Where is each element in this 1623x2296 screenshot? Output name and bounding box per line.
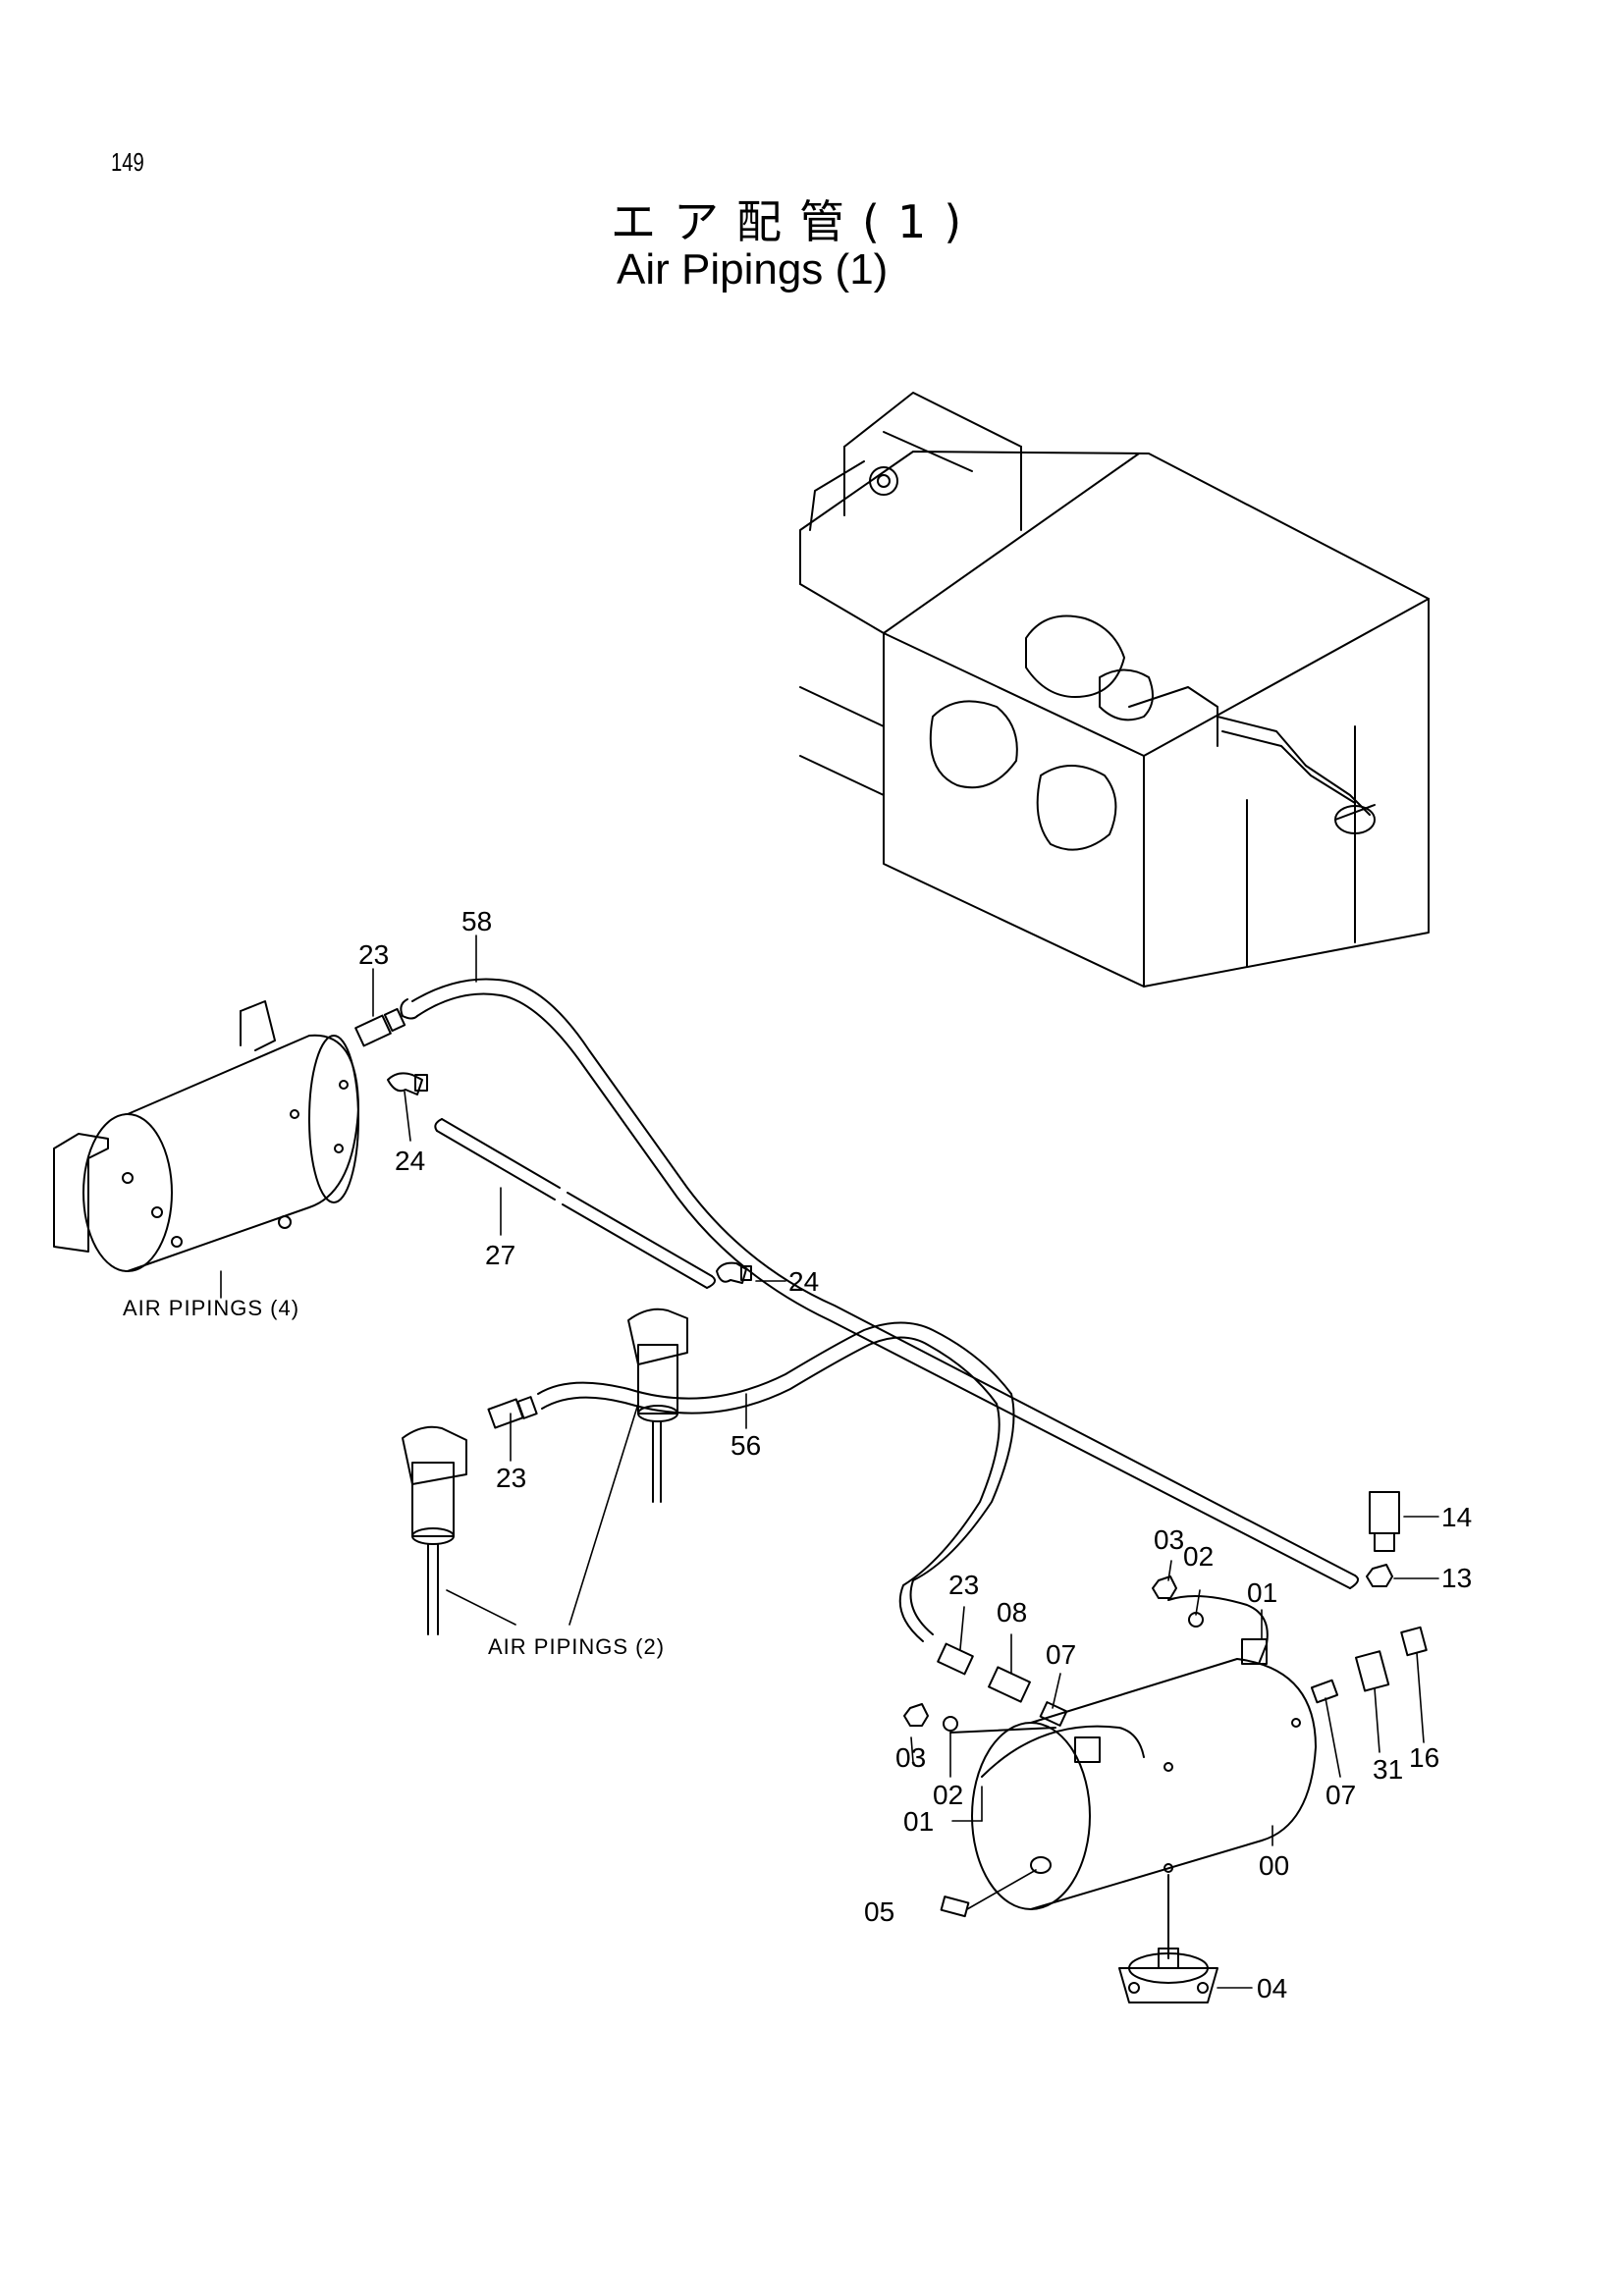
callout-13: 13 xyxy=(1441,1563,1472,1593)
callout-24-center: 24 xyxy=(788,1266,819,1297)
main-air-tank xyxy=(971,1595,1317,1959)
drain-valve-04 xyxy=(1118,1948,1218,2003)
plug-05 xyxy=(940,1896,970,1918)
callout-08: 08 xyxy=(997,1597,1027,1628)
right-fittings xyxy=(1310,1491,1428,1704)
fitting-chain xyxy=(937,1642,1068,1727)
page-number: 149 xyxy=(111,147,144,177)
fitting-23-filter xyxy=(487,1396,538,1429)
callout-58: 58 xyxy=(461,906,492,936)
callout-14: 14 xyxy=(1441,1502,1472,1532)
elbow-24-center xyxy=(716,1261,752,1284)
callout-31: 31 xyxy=(1373,1754,1403,1785)
callout-56: 56 xyxy=(730,1430,761,1461)
callout-03-lower: 03 xyxy=(895,1742,926,1773)
group-label-air-pipings-2: AIR PIPINGS (2) xyxy=(488,1634,665,1659)
callout-24-upper: 24 xyxy=(395,1146,425,1176)
callout-00: 00 xyxy=(1259,1850,1289,1881)
filter-lower xyxy=(402,1425,467,1635)
callout-07-left: 07 xyxy=(1046,1639,1076,1670)
callout-23-lower: 23 xyxy=(948,1570,979,1600)
fitting-23-left xyxy=(354,1007,406,1047)
title-english: Air Pipings (1) xyxy=(617,245,889,294)
callout-01-upper: 01 xyxy=(1247,1577,1277,1608)
callout-01-lower: 01 xyxy=(903,1806,934,1837)
group-label-air-pipings-4: AIR PIPINGS (4) xyxy=(123,1296,299,1320)
pipe-56 xyxy=(537,1321,1015,1642)
callout-05: 05 xyxy=(864,1896,894,1927)
callout-04: 04 xyxy=(1257,1973,1287,2003)
pipe-27 xyxy=(434,1118,717,1289)
callout-07-right: 07 xyxy=(1325,1780,1356,1810)
callout-02-upper: 02 xyxy=(1183,1541,1214,1572)
left-air-tank xyxy=(53,1000,359,1272)
elbow-24-left xyxy=(387,1072,428,1095)
callout-27: 27 xyxy=(485,1240,515,1270)
title-japanese: エア配管(1) xyxy=(611,195,980,248)
callout-16: 16 xyxy=(1409,1742,1439,1773)
pipe-58 xyxy=(400,978,1360,1589)
filter-upper xyxy=(627,1308,688,1503)
callout-23-upper: 23 xyxy=(358,939,389,970)
machine-overview xyxy=(799,392,1430,988)
callout-23-filter: 23 xyxy=(496,1463,526,1493)
callout-02-lower: 02 xyxy=(933,1780,963,1810)
group-labels: AIR PIPINGS (4) AIR PIPINGS (2) xyxy=(123,1296,665,1659)
leader-lines xyxy=(220,934,1439,1989)
callout-labels: 58 23 24 27 24 56 23 14 13 03 02 01 23 0… xyxy=(358,906,1472,2003)
callout-03-upper: 03 xyxy=(1154,1524,1184,1555)
